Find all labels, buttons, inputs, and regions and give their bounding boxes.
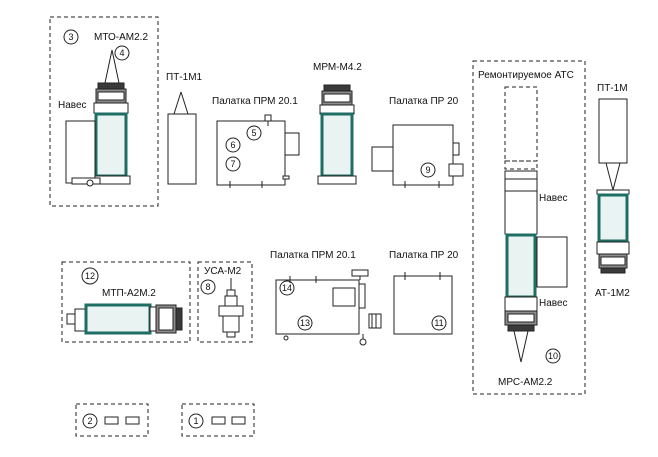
naves-right-shape [536,236,568,288]
marker-5-circle [246,125,262,141]
palatka-prm-bottom-tent [275,269,382,346]
marker-8-circle [200,279,216,295]
group-1-frame [181,403,255,437]
marker-4-circle [114,45,130,61]
mto-zone-frame [49,16,159,207]
naves-left-label: Навес [58,100,87,111]
mto-vehicle [65,49,131,187]
marker-3-circle [63,29,79,45]
palatka-prm-top-label: Палатка ПРМ 20.1 [212,96,298,107]
usa-unit [218,278,244,338]
marker-2: 2 [87,416,92,426]
palatka-pr-top-label: Палатка ПР 20 [389,96,459,107]
palatka-pr-bottom-label: Палатка ПР 20 [389,250,459,261]
group-1-box-b [231,416,246,425]
palatka-pr-bottom-tent [393,272,453,335]
pt1m1-label: ПТ-1М1 [166,72,203,83]
marker-14: 14 [282,283,292,293]
pt1m1-trailer [167,91,197,185]
marker-13: 13 [300,318,310,328]
marker-6: 6 [230,140,235,150]
palatka-prm-top-tent [216,114,300,188]
marker-10-circle [545,348,561,364]
marker-7: 7 [230,159,235,169]
marker-14-circle [279,280,295,296]
naves-right-bottom-label: Навес [539,298,568,309]
marker-12: 12 [85,271,95,281]
marker-9-circle [420,162,436,178]
mtp-label: МТП-А2М.2 [102,288,156,299]
marker-13-circle [297,315,313,331]
marker-6-circle [225,137,241,153]
mtp-vehicle [66,303,183,335]
group-2-box-b [125,416,140,425]
usa-zone-frame [197,261,253,343]
marker-1-circle [188,413,204,429]
marker-11-circle [431,315,447,331]
mrs-zone-frame [472,60,586,395]
pt1m-label: ПТ-1М [597,83,628,94]
palatka-pr-top-tent [371,124,464,188]
marker-5: 5 [251,128,256,138]
naves-left-shape [65,120,96,184]
mto-label: МТО-АМ2.2 [94,32,148,43]
group-2-box-a [104,416,119,425]
marker-3: 3 [68,32,73,42]
mrs-vehicle [504,170,568,363]
usa-label: УСА-М2 [204,266,242,277]
marker-7-circle [225,156,241,172]
group-1-box-a [211,416,226,425]
marker-1: 1 [193,416,198,426]
marker-12-circle [81,267,99,285]
pt1m-at1m2-vehicle [596,98,630,274]
marker-4: 4 [119,48,124,58]
mrm-label: МРМ-М4.2 [313,62,362,73]
mrs-label: МРС-АМ2.2 [498,377,553,388]
mtp-zone-frame [61,261,191,343]
mrm-vehicle [317,84,357,185]
marker-8: 8 [205,282,210,292]
naves-right-top-label: Навес [539,193,568,204]
palatka-prm-bottom-label: Палатка ПРМ 20.1 [270,250,356,261]
marker-2-circle [82,413,98,429]
marker-11: 11 [434,318,443,328]
remont-ats-label: Ремонтируемое АТС [478,70,574,81]
repaired-vehicle [504,86,538,170]
at1m2-label: АТ-1М2 [595,288,630,299]
marker-9: 9 [425,165,430,175]
group-2-frame [75,403,149,437]
marker-10: 10 [548,351,558,361]
